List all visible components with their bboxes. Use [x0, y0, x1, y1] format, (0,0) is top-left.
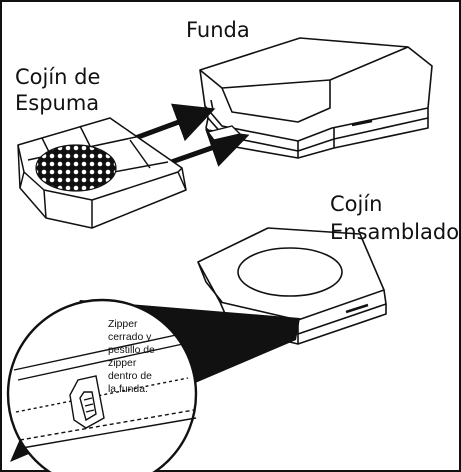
assembled-label-line1: Cojín — [330, 192, 383, 216]
assembled-label-line2: Ensamblado — [330, 220, 460, 244]
foam-mesh-insert — [35, 144, 117, 192]
foam-label-line1: Cojín de — [15, 65, 101, 89]
foam-label-line2: Espuma — [15, 91, 100, 115]
foam-cushion — [17, 117, 187, 229]
zipper-note-line: cerrado y — [108, 332, 152, 343]
cover-label: Funda — [186, 18, 250, 42]
zipper-note-line: la funda. — [108, 384, 148, 395]
cushion-cover — [199, 37, 433, 159]
zipper-note-line: pestillo de — [108, 345, 155, 356]
zipper-note-label: Zipper cerrado y pestillo de zipper dent… — [108, 318, 155, 396]
zipper-detail-zoom — [6, 298, 300, 472]
assembled-cushion-label: Cojín Ensamblado — [330, 190, 459, 246]
foam-cushion-label: Cojín de Espuma — [15, 64, 100, 116]
zipper-note-line: zipper — [108, 358, 137, 369]
zipper-note-line: dentro de — [108, 371, 152, 382]
zipper-note-line: Zipper — [108, 319, 138, 330]
